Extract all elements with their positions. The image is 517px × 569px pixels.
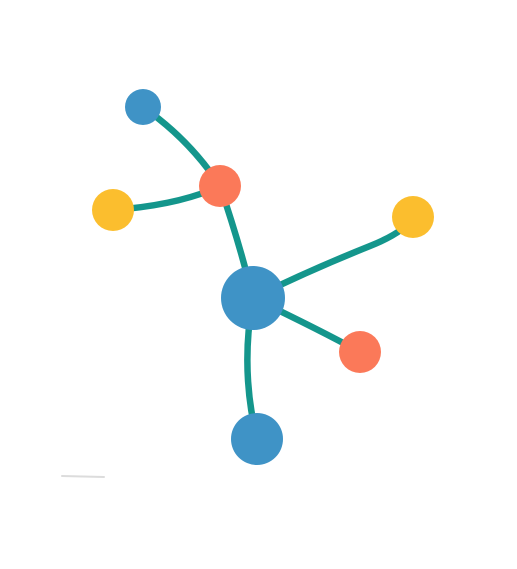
node-bottom — [231, 413, 283, 465]
node-left — [92, 189, 134, 231]
node-right — [392, 196, 434, 238]
node-hub — [221, 266, 285, 330]
faint-smudge — [61, 475, 105, 478]
node-lower-right — [339, 331, 381, 373]
node-top-left — [125, 89, 161, 125]
node-upper-middle — [199, 165, 241, 207]
